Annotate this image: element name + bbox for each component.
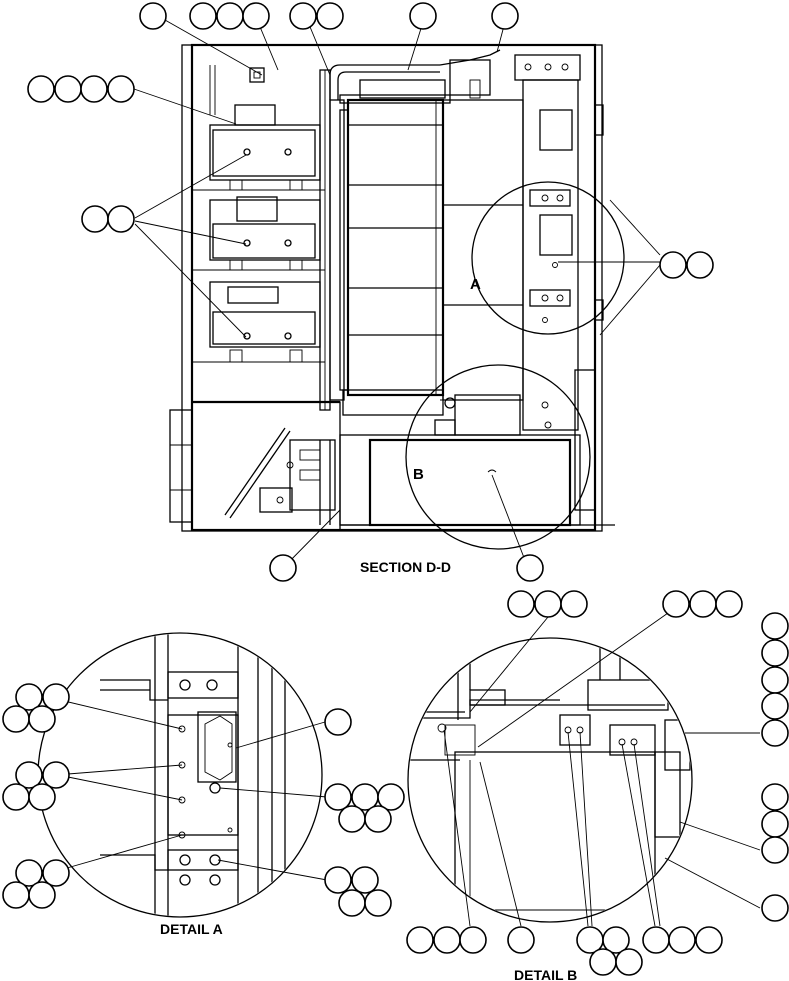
section-d-d-view: A B SECTION D-D (169, 43, 625, 575)
callout-balloon (242, 2, 270, 30)
callout-balloon (42, 859, 70, 887)
callout-balloon (459, 926, 487, 954)
callout-balloon (695, 926, 723, 954)
callout-balloon (602, 926, 630, 954)
callout-balloon (615, 948, 643, 976)
detail-b-title: DETAIL B (514, 967, 577, 981)
callout-balloon (2, 705, 30, 733)
callout-balloon (28, 783, 56, 811)
detail-b-leader-lines (443, 612, 761, 927)
callout-balloon (216, 2, 244, 30)
detail-a-callout-circle (471, 181, 625, 335)
callout-balloon (81, 205, 109, 233)
callout-balloon (689, 590, 717, 618)
callout-balloon (560, 590, 588, 618)
callout-balloon (324, 866, 352, 894)
callout-balloon (761, 783, 789, 811)
callout-balloon (761, 639, 789, 667)
callout-balloon (324, 783, 352, 811)
callout-balloon (761, 719, 789, 747)
callout-balloon (534, 590, 562, 618)
callout-balloon (406, 926, 434, 954)
callout-balloon (761, 612, 789, 640)
callout-balloon (189, 2, 217, 30)
callout-balloon (289, 2, 317, 30)
callout-balloon (316, 2, 344, 30)
callout-balloon (80, 75, 108, 103)
callout-balloon (54, 75, 82, 103)
callout-balloon (761, 666, 789, 694)
callout-balloon (433, 926, 461, 954)
callout-balloon (338, 805, 366, 833)
callout-balloon (2, 783, 30, 811)
left-side-plate (169, 409, 193, 523)
callout-balloon (377, 783, 405, 811)
callout-balloon (491, 2, 519, 30)
callout-balloon (42, 683, 70, 711)
callout-balloon (662, 590, 690, 618)
callout-balloon (338, 889, 366, 917)
callout-balloon (15, 859, 43, 887)
callout-balloon (324, 708, 352, 736)
marker-b: B (413, 466, 424, 483)
detail-a-circle (37, 632, 323, 918)
callout-balloon (507, 926, 535, 954)
callout-balloon (15, 683, 43, 711)
detail-b-circle (407, 637, 693, 923)
detail-a-title: DETAIL A (160, 921, 223, 937)
callout-balloon (364, 805, 392, 833)
callout-balloon (28, 705, 56, 733)
callout-balloon (364, 889, 392, 917)
callout-balloon (15, 761, 43, 789)
section-d-d-title: SECTION D-D (360, 559, 451, 575)
detail-b-view: DETAIL B (407, 637, 693, 981)
callout-balloon (715, 590, 743, 618)
callout-balloon (507, 590, 535, 618)
callout-balloon (761, 692, 789, 720)
callout-balloon (42, 761, 70, 789)
vertical-bus-bars (319, 69, 349, 411)
detail-b-callout-circle (405, 364, 591, 550)
top-piping (209, 49, 501, 115)
center-capacitor-block (339, 94, 451, 416)
left-module-stack (192, 104, 325, 363)
callout-balloon (668, 926, 696, 954)
detail-a-leader-lines (59, 699, 328, 881)
cabinet-frame (181, 44, 603, 532)
callout-balloon (139, 2, 167, 30)
lower-transformer (339, 394, 615, 527)
right-panel (442, 54, 604, 511)
callout-balloon (589, 948, 617, 976)
main-view-leader-lines (133, 19, 661, 569)
callout-balloon (642, 926, 670, 954)
callout-balloon (269, 554, 297, 582)
callout-balloon (107, 205, 135, 233)
callout-balloon (761, 894, 789, 922)
lower-left-connectors (259, 439, 336, 525)
callout-balloon (27, 75, 55, 103)
callout-balloon (761, 836, 789, 864)
callout-balloon (686, 251, 714, 279)
callout-balloon (761, 810, 789, 838)
diagonal-cable (224, 427, 286, 516)
callout-balloon (2, 881, 30, 909)
callout-balloon (107, 75, 135, 103)
callout-balloon (28, 881, 56, 909)
callout-balloon (351, 866, 379, 894)
marker-a: A (470, 276, 481, 293)
callout-balloon (409, 2, 437, 30)
callout-balloon (659, 251, 687, 279)
callout-balloon (516, 554, 544, 582)
detail-a-view: DETAIL A (37, 632, 323, 937)
